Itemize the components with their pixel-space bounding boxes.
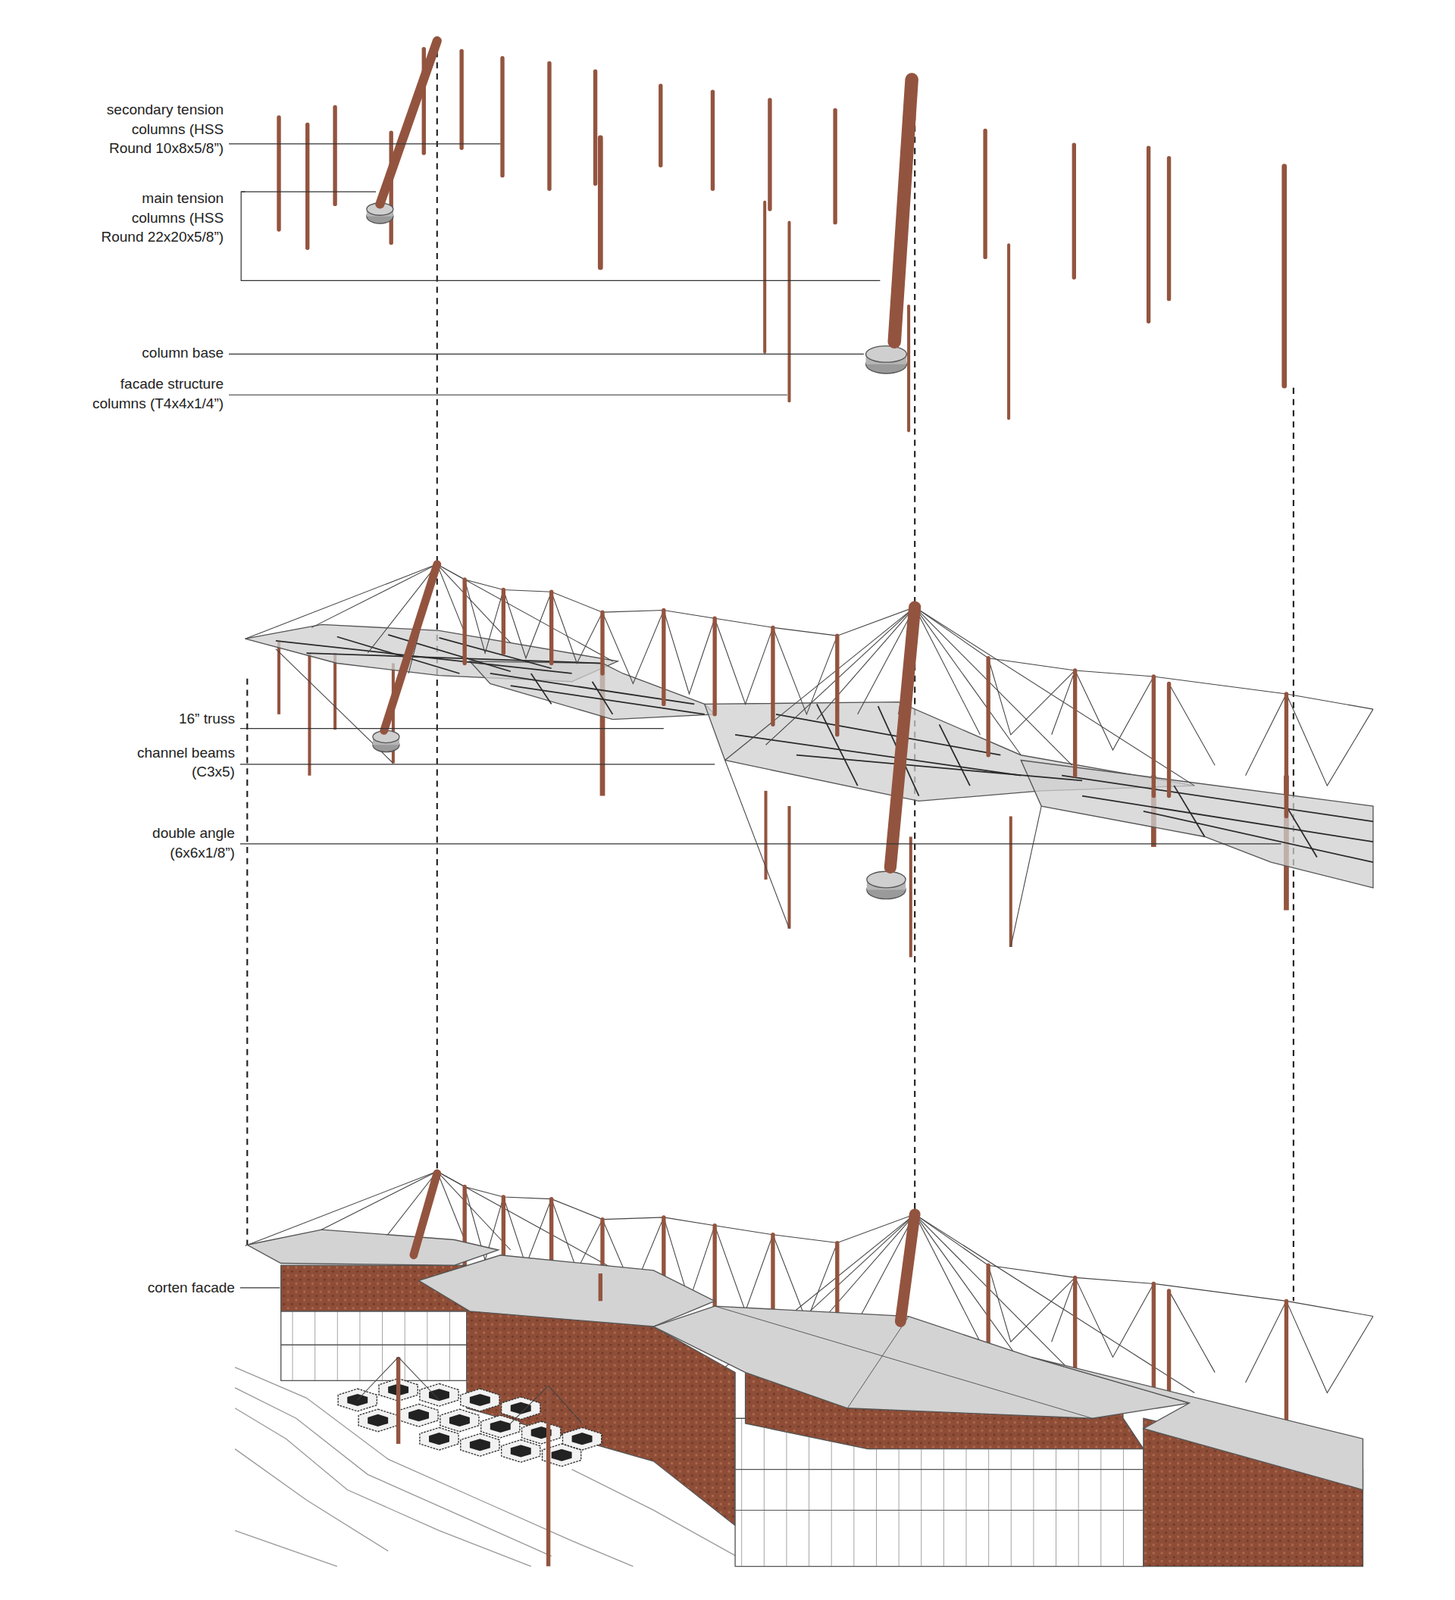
leader-lines	[228, 143, 1282, 1289]
part-label: channel beams (C3x5)	[113, 743, 235, 783]
part-label: column base	[41, 343, 224, 363]
part-label: corten facade	[53, 1278, 235, 1299]
part-label: secondary tension columns (HSS Round 10x…	[90, 100, 224, 159]
part-label: double angle (6x6x1/8”)	[113, 823, 235, 863]
part-label: 16” truss	[53, 709, 235, 730]
part-label: facade structure columns (T4x4x1/4”)	[90, 374, 224, 414]
part-label: main tension columns (HSS Round 22x20x5/…	[90, 188, 224, 248]
